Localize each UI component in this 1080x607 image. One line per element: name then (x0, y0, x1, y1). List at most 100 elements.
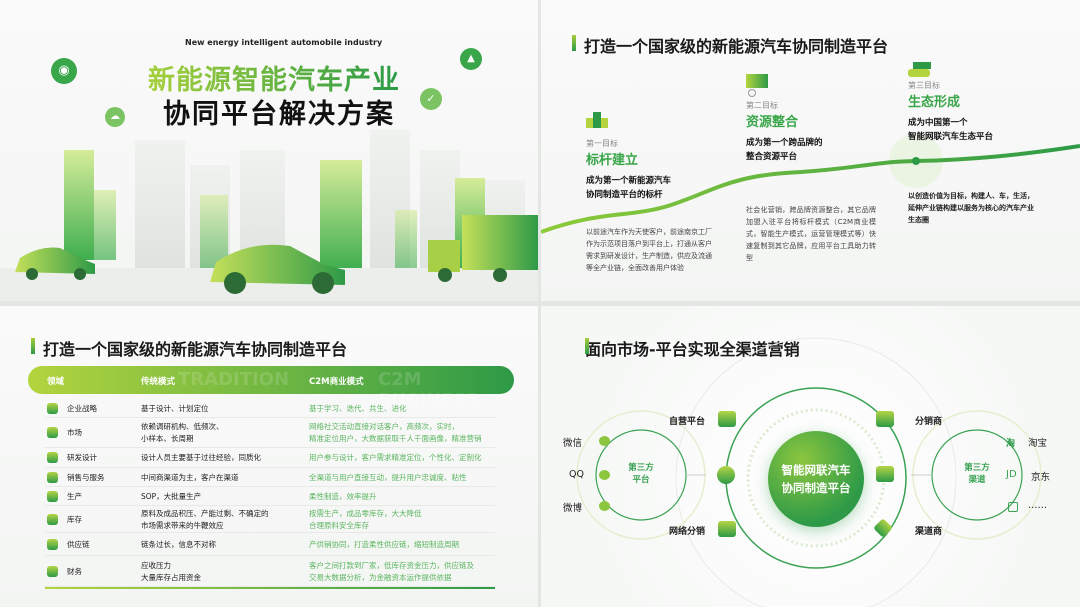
goal-headline: 成为第一个新能源汽车 (586, 176, 672, 186)
row-traditional: 原料及成品积压、产能过剩、不确定的 (141, 508, 269, 518)
node-online-distribution: 网络分销 (669, 527, 706, 537)
header-watermark: C2M BUSINESS (378, 369, 479, 411)
cover-title-line1: 新能源智能汽车产业 (148, 58, 400, 97)
row-traditional: 设计人员主要基于过往经验，同质化 (141, 453, 261, 462)
server-cloud-icon (718, 411, 736, 427)
slide-goals: 打造一个国家级的新能源汽车协同制造平台 第一目标 标杆建立 成为第一个新能源汽车… (541, 0, 1080, 301)
row-field: 销售与服务 (67, 472, 105, 482)
goal-name: 生态形成 (908, 95, 961, 110)
row-field: 库存 (67, 514, 82, 524)
slide-comparison-table: 打造一个国家级的新能源汽车协同制造平台 TRADITION C2M BUSINE… (0, 306, 538, 607)
row-c2m: 客户之间打款到厂家，低库存资金压力，供应链及 (309, 560, 474, 570)
row-c2m: 交易大数据分析，为金融资本运作提供依据 (309, 572, 452, 582)
wechat-icon (599, 436, 610, 446)
table-row: 企业战略 基于设计、计划定位 基于学习、迭代、共生、进化 (45, 400, 495, 418)
row-c2m: 基于学习、迭代、共生、进化 (309, 404, 407, 413)
network-person-icon (717, 466, 735, 484)
shopping-bag-icon (718, 521, 736, 537)
podium-icon (586, 112, 608, 128)
goal-3-desc: 以创造价值为目标，构建人、车，生活，延伸产业链构建以服务为核心的汽车产业生态圈 (908, 192, 1034, 224)
header-watermark: TRADITION (178, 369, 290, 390)
table-row: 市场依赖调研机构、低频次、小样本、长周期网络社交活动直接对话客户，高频次，实时，… (45, 418, 495, 448)
hub-third-party-channel: 第三方渠道 (955, 462, 999, 486)
shield-icon: ✓ (420, 88, 442, 110)
row-traditional: 依赖调研机构、低频次、 (141, 422, 224, 431)
row-traditional: 中间商渠道为主，客户在渠道 (141, 472, 239, 482)
inventory-icon (47, 513, 58, 525)
row-c2m: 用户参与设计，客户需求精准定位，个性化、定制化 (309, 453, 482, 462)
goal-label: 第三目标 (908, 81, 940, 90)
bag-icon (1008, 502, 1018, 512)
center-platform: 智能网联汽车 协同制造平台 (768, 431, 864, 527)
cloud-icon: ☁ (105, 107, 125, 127)
table-row: 研发设计设计人员主要基于过往经验，同质化用户参与设计，客户需求精准定位，个性化、… (45, 448, 495, 468)
handshake-icon (876, 411, 894, 427)
hub-label: 第三方 (628, 463, 654, 473)
finance-icon (47, 565, 58, 577)
slide-title: 打造一个国家级的新能源汽车协同制造平台 (31, 336, 347, 360)
row-field: 财务 (67, 566, 82, 576)
table-row: 销售与服务 中间商渠道为主，客户在渠道 全渠道与用户直接互动，提升用户忠诚度、粘性 (45, 468, 495, 487)
row-traditional: 大量库存占用资金 (141, 572, 201, 582)
center-label: 协同制造平台 (781, 481, 851, 495)
row-c2m: 柔性制造，效率提升 (309, 491, 377, 501)
node-distributor: 分销商 (915, 417, 943, 427)
gear-hand-icon (47, 452, 58, 463)
item-weibo: 微博 (563, 503, 583, 514)
table-row: 库存原料及成品积压、产能过剩、不确定的市场需求带来的牛鞭效应按需生产，成品零库存… (45, 506, 495, 533)
wifi-icon: ◉ (51, 58, 77, 84)
bulb-icon (47, 490, 58, 502)
goal-label: 第二目标 (746, 101, 778, 110)
row-traditional: 应收压力 (141, 560, 171, 570)
goal-headline: 智能网联汽车生态平台 (908, 132, 994, 142)
hub-label: 渠道 (968, 475, 986, 485)
row-traditional: 链条过长，信息不对称 (141, 539, 216, 549)
row-c2m: 产供销协同，打造柔性供应链，缩短制造周期 (309, 539, 459, 549)
goal-1-desc: 以前途汽车作为天使客户，前途南京工厂作为示范项目落户到平台上，打通从客户需求到研… (586, 228, 712, 272)
row-field: 企业战略 (67, 404, 97, 413)
slide-cover: New energy intelligent automobile indust… (0, 0, 538, 301)
cover-title-line2: 协同平台解决方案 (163, 99, 395, 130)
weibo-icon (599, 501, 610, 511)
header-c2m: C2M商业模式 (309, 377, 364, 387)
goal-headline: 成为第一个跨品牌的 (746, 138, 823, 148)
item-wechat: 微信 (563, 438, 583, 449)
node-self-platform: 自营平台 (669, 417, 706, 427)
jd-icon: JD (1006, 469, 1017, 480)
goal-name: 资源整合 (746, 115, 799, 130)
puzzle-gear-icon (746, 74, 768, 98)
cars-illustration (15, 215, 538, 294)
table-row: 财务 应收压力大量库存占用资金 客户之间打款到厂家，低库存资金压力，供应链及交易大数… (45, 556, 495, 587)
row-field: 生产 (67, 491, 82, 501)
row-c2m: 按需生产，成品零库存，大大降低 (309, 508, 422, 518)
growth-curve (541, 134, 1080, 234)
car-leaf-icon (908, 62, 938, 78)
cover-subtitle: New energy intelligent automobile indust… (185, 38, 383, 47)
row-c2m: 网络社交活动直接对话客户，高频次，实时， (309, 422, 459, 431)
navigation-icon: ▲ (460, 48, 482, 70)
goal-label: 第一目标 (586, 139, 618, 148)
goal-2-desc: 社会化营销，跨品牌资源整合，其它品牌加盟入驻平台将标杆模式（C2M商业模式，智能… (746, 206, 876, 262)
hub-label: 第三方 (964, 463, 990, 473)
row-c2m: 全渠道与用户直接互动，提升用户忠诚度、粘性 (309, 472, 467, 482)
table-bottom-rule (45, 587, 495, 589)
supply-chain-icon (47, 538, 58, 550)
row-field: 市场 (67, 428, 82, 437)
row-field: 供应链 (67, 539, 90, 549)
service-person-icon (47, 471, 58, 483)
item-more: …… (1028, 500, 1047, 511)
row-traditional: 基于设计、计划定位 (141, 404, 209, 413)
center-label: 智能网联汽车 (781, 463, 851, 477)
goal-headline: 整合资源平台 (746, 152, 798, 162)
hub-third-party-platform: 第三方平台 (619, 462, 663, 486)
slide-omnichannel: 面向市场-平台实现全渠道营销 智能网联汽车 协同制造平台 第三方平台 第三方渠道… (541, 306, 1080, 607)
row-c2m: 合理原料安全库存 (309, 520, 369, 530)
goal-headline: 成为中国第一个 (908, 118, 968, 128)
goal-name: 标杆建立 (586, 153, 639, 168)
header-field: 领域 (47, 377, 65, 387)
qq-icon (599, 470, 610, 480)
slide-title: 面向市场-平台实现全渠道营销 (585, 336, 800, 360)
strategy-icon (47, 403, 58, 414)
goal-3: 第三目标 生态形成 成为中国第一个 智能网联汽车生态平台 (908, 80, 993, 144)
